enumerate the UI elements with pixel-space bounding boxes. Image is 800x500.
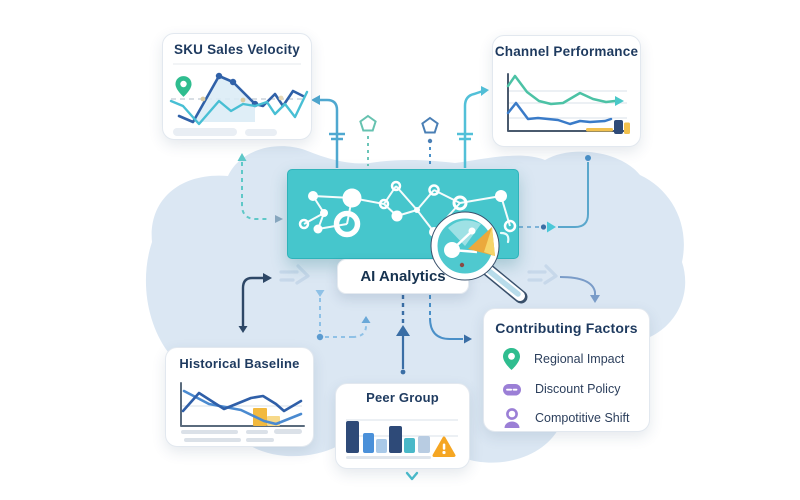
pentagon-node-icon — [421, 116, 439, 166]
connector-to-factors-top — [559, 276, 600, 303]
sku-mini-chart — [169, 63, 309, 126]
ai-analytics-label: AI Analytics — [337, 259, 469, 294]
card-sku-sales-velocity: SKU Sales Velocity — [162, 33, 312, 140]
connector-to-factors-left — [429, 295, 472, 344]
warning-icon — [432, 436, 456, 457]
connector-dashed-left — [237, 153, 283, 223]
network-graph — [298, 180, 517, 252]
connector-panel-to-channel — [519, 155, 591, 233]
legend-pill — [173, 128, 237, 136]
sku-card-title: SKU Sales Velocity — [174, 42, 300, 57]
connector-to-sku — [311, 95, 345, 168]
text-line — [246, 430, 268, 434]
factor-label: Discount Policy — [535, 382, 621, 396]
ai-analytics-label-text: AI Analytics — [360, 268, 446, 285]
factor-row-regional: Regional Impact — [502, 347, 624, 371]
chevron-arrow-icon — [527, 264, 558, 285]
channel-mini-chart — [506, 73, 630, 134]
card-contributing-factors: Contributing Factors Regional Impact Dis… — [483, 308, 650, 432]
legend-pill — [245, 129, 277, 136]
card-peer-group: Peer Group — [335, 383, 470, 469]
factor-row-competitive: Compotitive Shift — [502, 406, 629, 430]
text-line — [246, 438, 274, 442]
chevron-down-icon — [405, 471, 419, 481]
map-pin-icon — [175, 76, 192, 97]
connector-to-channel — [457, 86, 489, 168]
pentagon-node-icon — [359, 114, 377, 166]
connector-peer-up — [396, 295, 410, 375]
channel-card-title: Channel Performance — [494, 44, 639, 59]
factors-card-title: Contributing Factors — [495, 320, 638, 336]
person-icon — [504, 407, 520, 428]
card-channel-performance: Channel Performance — [492, 35, 641, 147]
factor-label: Compotitive Shift — [535, 411, 630, 425]
text-line — [184, 438, 241, 442]
factor-label: Regional Impact — [534, 352, 625, 366]
map-pin-icon — [503, 347, 520, 370]
discount-tag-icon — [503, 383, 521, 395]
card-historical-baseline: Historical Baseline — [165, 347, 314, 447]
connector-dashed-loop — [315, 290, 371, 341]
connector-to-historical — [238, 273, 272, 333]
text-line — [346, 456, 431, 459]
ai-analytics-panel — [287, 169, 519, 259]
text-line — [181, 430, 238, 434]
chevron-arrow-icon — [279, 264, 310, 285]
text-line — [274, 429, 302, 434]
factor-row-discount: Discount Policy — [502, 377, 620, 401]
